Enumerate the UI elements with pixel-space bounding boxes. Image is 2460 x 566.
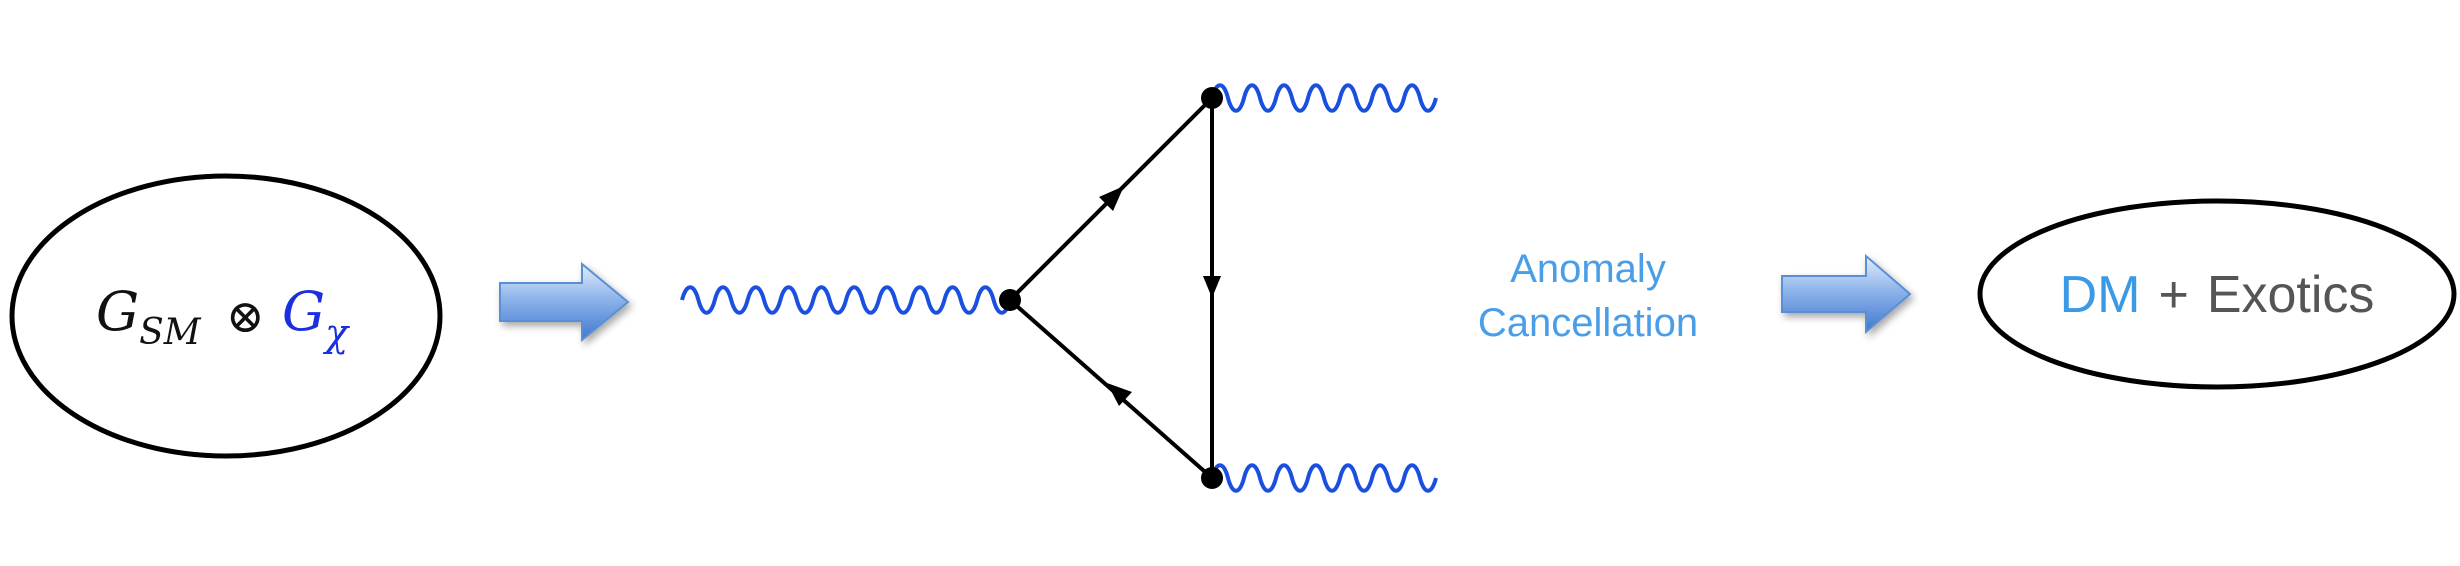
gauge-group-node: GSM ⊗ Gχ xyxy=(9,173,443,459)
gauge-group-ellipse xyxy=(9,173,443,459)
svg-text:Gχ: Gχ xyxy=(282,280,350,355)
svg-text:DM+Exotics: DM + Exotics xyxy=(2060,266,2375,324)
g-sm-subscript: SM xyxy=(139,312,202,353)
dm-exotics-node: DM + Exotics xyxy=(1977,198,2457,390)
vertex-dot-left-icon xyxy=(999,289,1021,311)
g-chi-subscript: χ xyxy=(322,311,350,355)
fermion-arrow-lower-icon xyxy=(1107,383,1132,406)
fermion-arrow-upper-icon xyxy=(1099,186,1124,211)
label-line-1: Anomaly xyxy=(1510,247,1666,291)
triangle-feynman-diagram xyxy=(680,83,1438,493)
right-arrow-icon xyxy=(499,261,630,343)
plus-label: + xyxy=(2158,266,2188,324)
dm-exotics-ellipse xyxy=(1977,198,2457,390)
svg-text:GSM: GSM xyxy=(96,280,202,353)
bottom-photon-line xyxy=(1210,463,1438,493)
dm-label: DM xyxy=(2060,266,2141,324)
right-arrow-icon xyxy=(1781,253,1912,335)
g-chi-symbol: G xyxy=(282,280,325,343)
fermion-arrow-vertical-icon xyxy=(1203,276,1221,298)
top-photon-line xyxy=(1210,83,1438,113)
exotics-label: Exotics xyxy=(2207,266,2375,324)
anomaly-cancellation-label: Anomaly Cancellation xyxy=(1478,247,1698,345)
label-line-2: Cancellation xyxy=(1478,301,1698,345)
vertex-dot-bottom-icon xyxy=(1201,467,1223,489)
vertex-dot-top-icon xyxy=(1201,87,1223,109)
otimes-symbol: ⊗ xyxy=(226,289,265,343)
g-sm-symbol: G xyxy=(96,280,139,343)
incoming-photon-line xyxy=(680,285,1012,315)
